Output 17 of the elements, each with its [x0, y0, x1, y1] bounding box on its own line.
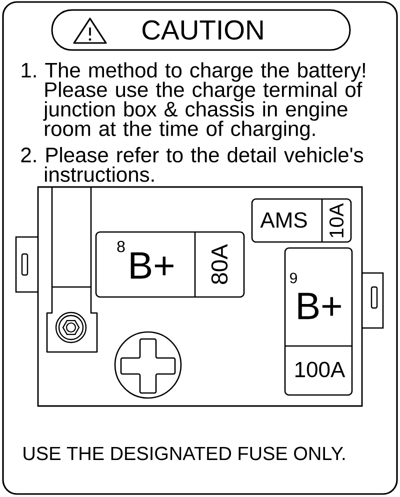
caution-heading: CAUTION: [142, 20, 263, 40]
fuse-rating: 80A: [211, 244, 228, 284]
fuse-box: [95, 231, 245, 298]
caution-banner: [51, 9, 351, 51]
fuse-box: [251, 198, 352, 243]
fuse-box: [284, 247, 353, 396]
fuse-label: AMS: [260, 212, 307, 228]
fuse-label: B+: [130, 252, 174, 279]
fuse-number: 9: [290, 272, 297, 284]
battery-case: [37, 186, 363, 407]
notice-text: USE THE DESIGNATED FUSE ONLY.: [24, 446, 345, 460]
fuse-rating: 10A: [329, 203, 344, 238]
instruction-text: 1. The method to charge the battery! Please use the charge terminal of junction box & chassis in engine room at the time of charging.: [22, 62, 365, 140]
fuse-rating: 100A: [296, 362, 346, 378]
instruction-text: 2. Please refer to the detail vehicle's instructions.: [21, 147, 364, 182]
fuse-label: B+: [298, 292, 341, 320]
fuse-number: 8: [117, 240, 125, 252]
